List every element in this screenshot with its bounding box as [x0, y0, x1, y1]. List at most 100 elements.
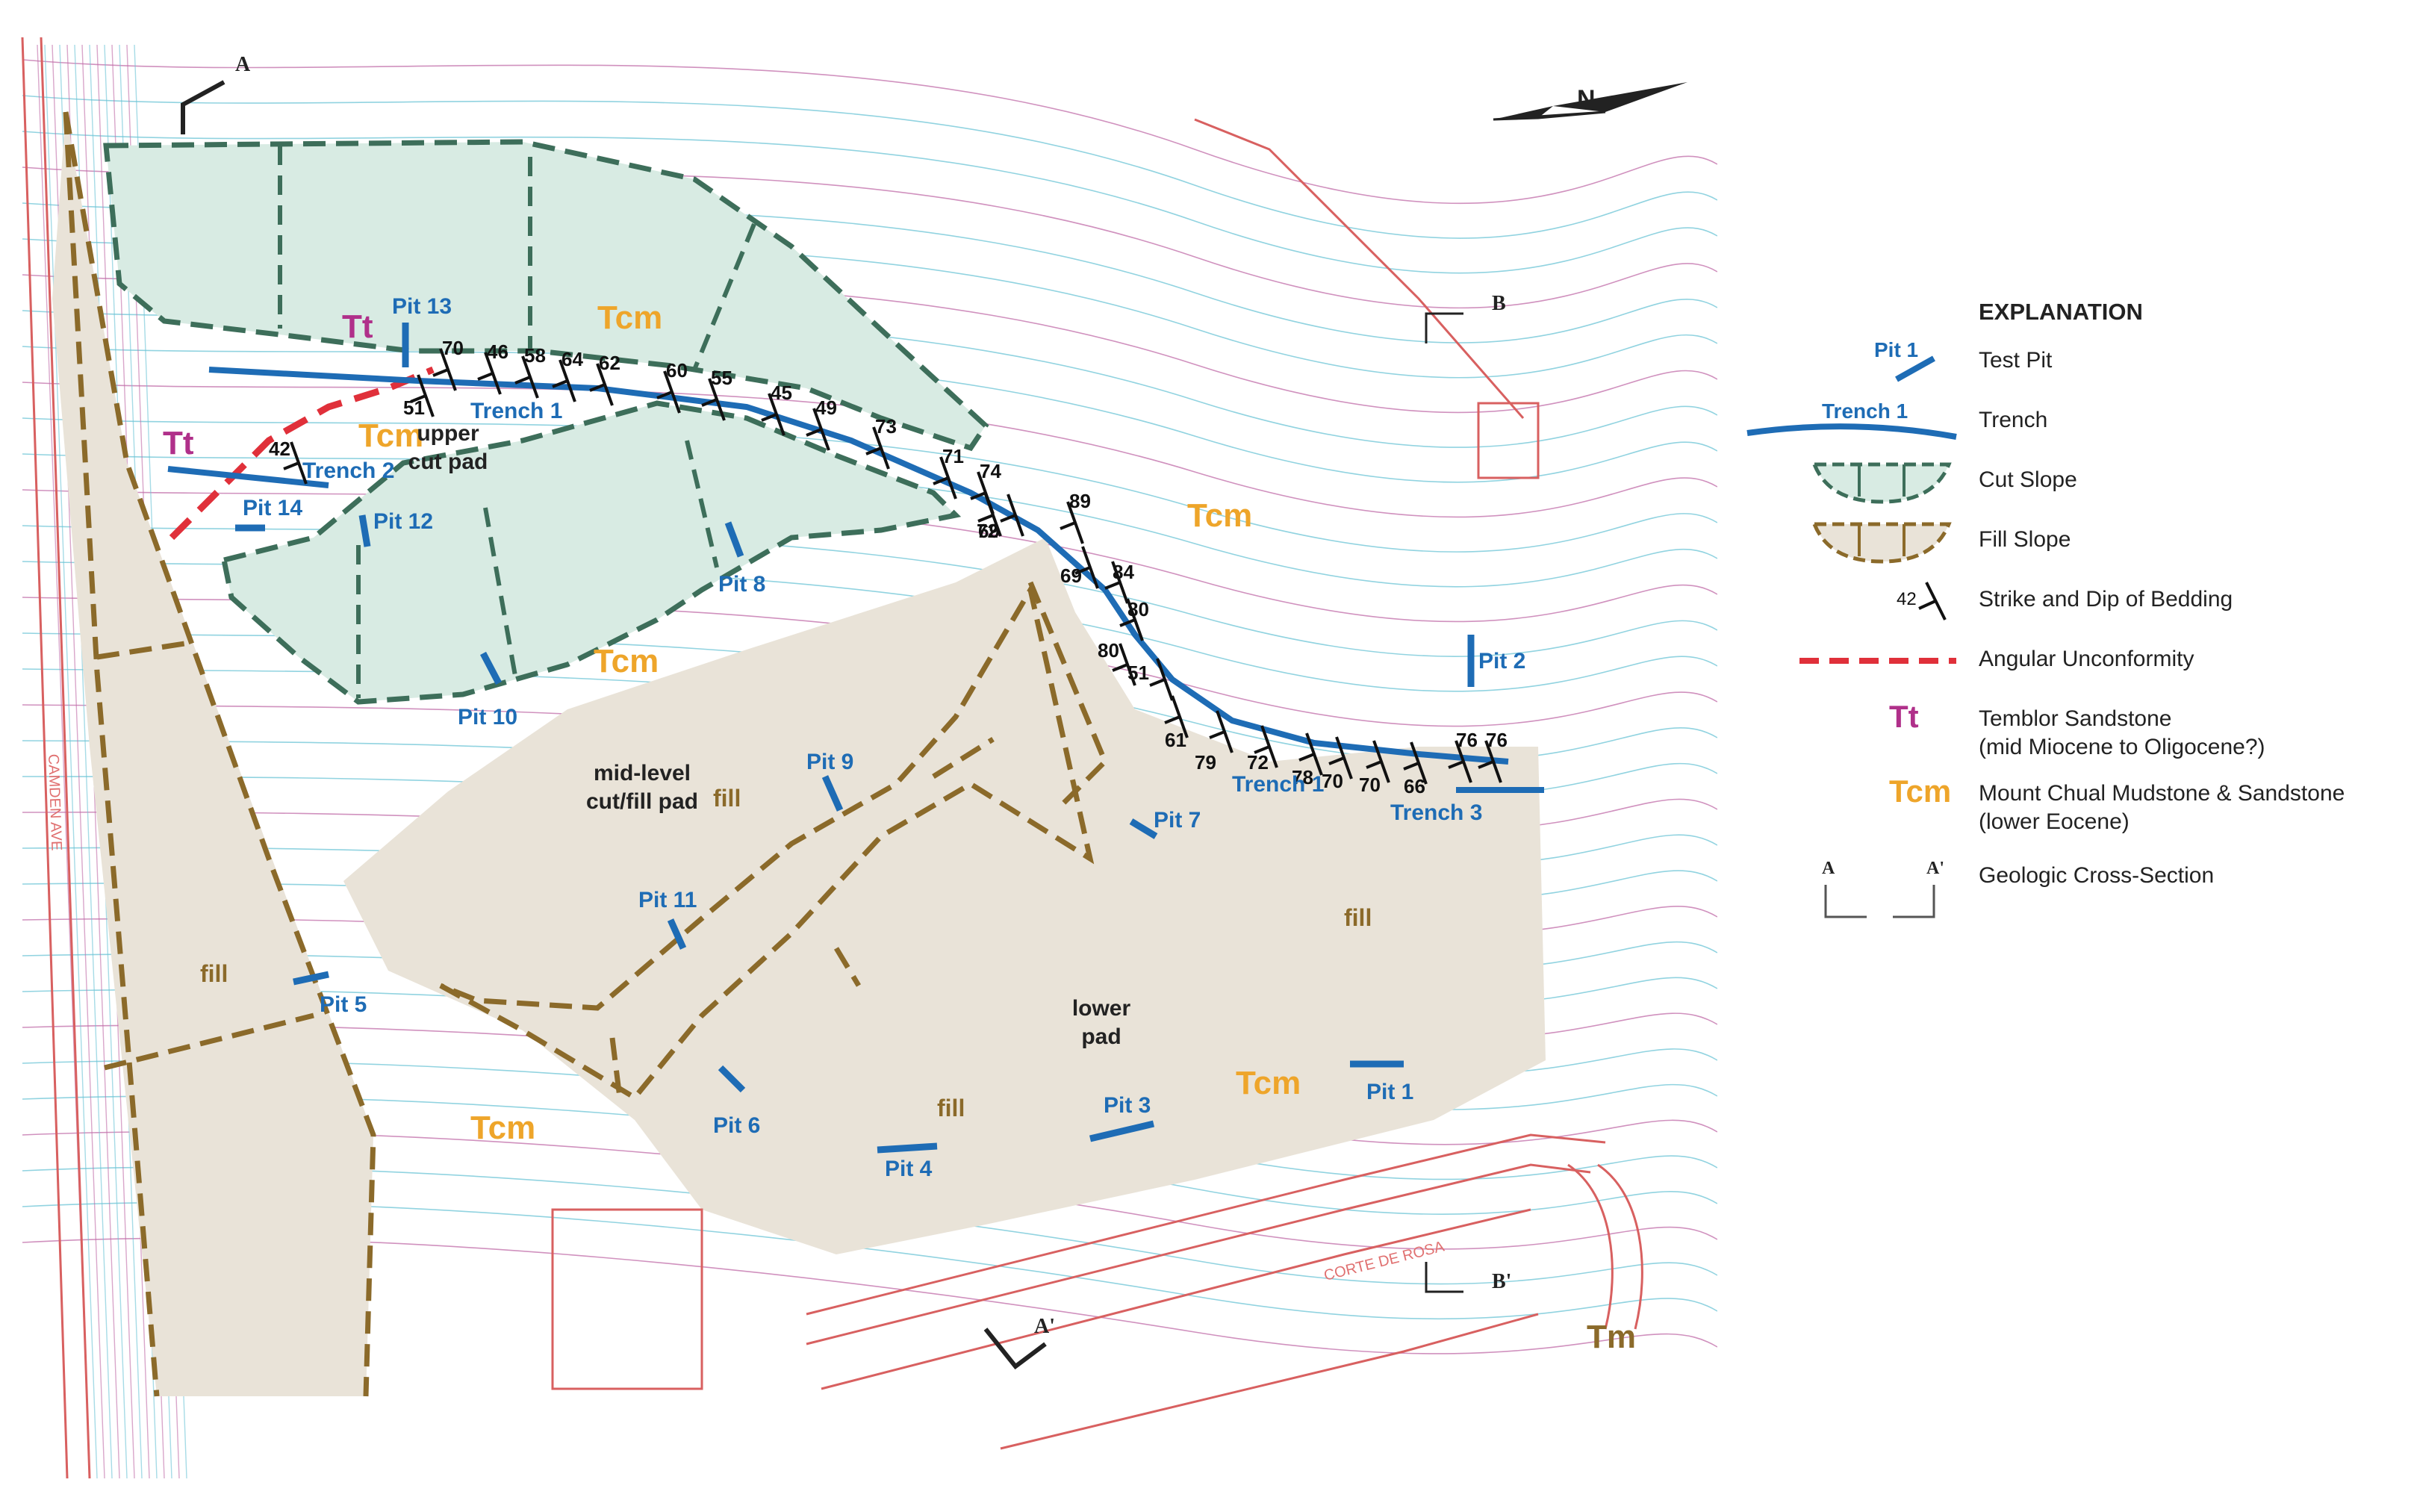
- dip-value: 45: [771, 382, 792, 404]
- test-pit-label[interactable]: Pit 14: [243, 496, 302, 520]
- dip-value: 64: [561, 348, 583, 370]
- dip-value: 55: [711, 367, 732, 389]
- map-label-trench-2: Trench 2: [302, 458, 394, 483]
- section-a-marker: [181, 80, 225, 134]
- test-pit-mark[interactable]: [293, 971, 329, 986]
- map-label-tcm-lower: Tcm: [1236, 1065, 1301, 1101]
- dip-tick: [761, 413, 777, 422]
- dip-tick: [1298, 753, 1315, 762]
- unit-code-tt: Tt: [1889, 699, 1919, 734]
- contour-line: [22, 346, 1717, 483]
- map-label-lower-pad: lower: [1072, 996, 1131, 1021]
- test-pit-mark[interactable]: [1129, 818, 1158, 839]
- dip-value: 70: [1322, 770, 1343, 792]
- test-pit-label[interactable]: Pit 12: [373, 509, 433, 534]
- map-label-tcm-bottom-left: Tcm: [470, 1110, 535, 1146]
- test-pit-label[interactable]: Pit 9: [806, 750, 853, 774]
- map-label-section-a-prime: A': [1034, 1315, 1055, 1338]
- dip-value: 42: [269, 438, 290, 460]
- cut-slope-lower: [220, 400, 962, 705]
- map-label-trench-1-upper: Trench 1: [470, 399, 562, 423]
- test-pit-label[interactable]: Pit 1: [1366, 1080, 1413, 1104]
- legend-label: Test Pit: [1979, 348, 2053, 373]
- test-pit-label[interactable]: Pit 7: [1154, 808, 1201, 833]
- test-pit-mark[interactable]: [667, 918, 687, 950]
- contour-line: [22, 453, 1717, 588]
- dip-value: 79: [1195, 751, 1216, 774]
- map-label-tcm-middle: Tcm: [594, 643, 659, 679]
- dip-tick: [1403, 762, 1419, 771]
- dip-tick: [1478, 760, 1494, 769]
- dip-tick: [977, 514, 994, 523]
- dip-tick: [656, 391, 673, 399]
- test-pit-label[interactable]: Pit 4: [885, 1157, 933, 1181]
- dip-value: 89: [1069, 490, 1091, 512]
- street-label-camden: CAMDEN AVE: [45, 753, 65, 850]
- test-pit-marks[interactable]: [235, 323, 1475, 1154]
- map-label-tcm-pad: Tcm: [358, 417, 423, 454]
- test-pit-mark[interactable]: [480, 651, 502, 685]
- test-pit-label[interactable]: Pit 2: [1478, 649, 1525, 673]
- test-pit-label[interactable]: Pit 6: [713, 1113, 760, 1138]
- test-pit-mark[interactable]: [718, 1065, 746, 1093]
- test-pit-label[interactable]: Pit 8: [718, 572, 765, 597]
- legend-row-unconformity: Angular Unconformity: [1740, 635, 2397, 687]
- dip-tick: [1209, 730, 1225, 739]
- map-label-tcm-upper: Tcm: [597, 299, 662, 336]
- strike-dip-symbols: [283, 348, 1502, 785]
- test-pit-label[interactable]: Pit 11: [638, 888, 697, 912]
- trench-2: [167, 466, 329, 488]
- map-label-upper-cut-pad: upper: [417, 421, 479, 446]
- test-pit-symbol-icon: Pit 1: [1874, 338, 1935, 382]
- dip-value: 71: [942, 445, 964, 467]
- contour-line: [22, 131, 1717, 274]
- legend-label: Trench: [1979, 408, 2048, 432]
- dip-value: 49: [815, 396, 837, 419]
- test-pit-label[interactable]: Pit 3: [1104, 1093, 1151, 1118]
- test-pit-mark[interactable]: [877, 1142, 938, 1154]
- dip-value: 80: [1127, 598, 1149, 620]
- legend-row-fill-slope: Fill Slope: [1740, 515, 2397, 567]
- dip-tick: [1366, 760, 1382, 769]
- dip-tick: [1112, 663, 1128, 672]
- test-pit-mark[interactable]: [358, 514, 371, 547]
- dip-value: 76: [1486, 729, 1508, 751]
- dip-value: 58: [524, 344, 546, 367]
- test-pit-mark[interactable]: [724, 521, 744, 558]
- dip-value: 72: [1247, 751, 1269, 774]
- test-pit-mark[interactable]: [1089, 1120, 1155, 1142]
- legend-label: Geologic Cross-Section: [1979, 863, 2215, 888]
- test-pit-label[interactable]: Pit 13: [392, 294, 452, 319]
- test-pit-label[interactable]: Pit 10: [458, 705, 517, 729]
- svg-text:42: 42: [1897, 589, 1917, 609]
- legend-row-tt: Tt Temblor Sandstone (mid Miocene to Oli…: [1740, 694, 2397, 762]
- dip-tick: [1119, 618, 1136, 627]
- dip-tick: [1104, 581, 1121, 590]
- contour-line: [22, 489, 1717, 623]
- dip-tick: [1448, 760, 1464, 769]
- legend-row-cross-section: A A' Geologic Cross-Section: [1740, 851, 2397, 926]
- test-pit-label[interactable]: Pit 5: [320, 992, 367, 1017]
- dip-value: 84: [1113, 561, 1134, 583]
- streets: [21, 37, 1643, 1479]
- section-a-prime-marker: [983, 1328, 1047, 1370]
- legend-title: EXPLANATION: [1979, 299, 2143, 325]
- svg-text:A': A': [1926, 859, 1944, 878]
- legend-label: Temblor Sandstone (mid Miocene to Oligoc…: [1979, 706, 2265, 759]
- map-label-tt-left: Tt: [163, 425, 194, 461]
- dip-tick: [432, 368, 449, 377]
- test-pit-mark[interactable]: [821, 775, 844, 812]
- trench-symbol-icon: Trench 1: [1746, 399, 1957, 440]
- dip-value: 80: [1098, 639, 1119, 662]
- dip-value: 69: [1060, 564, 1082, 587]
- dip-value: 51: [403, 396, 425, 419]
- dip-value: 72: [977, 520, 998, 542]
- map-label-fill-left: fill: [200, 960, 228, 987]
- trench-lines[interactable]: [167, 367, 1544, 793]
- dip-tick: [865, 447, 882, 455]
- dip-tick: [1328, 756, 1345, 765]
- contour-line: [22, 417, 1717, 553]
- map-label-section-a: A: [235, 53, 251, 76]
- cross-section-symbol-icon: A A': [1822, 859, 1944, 918]
